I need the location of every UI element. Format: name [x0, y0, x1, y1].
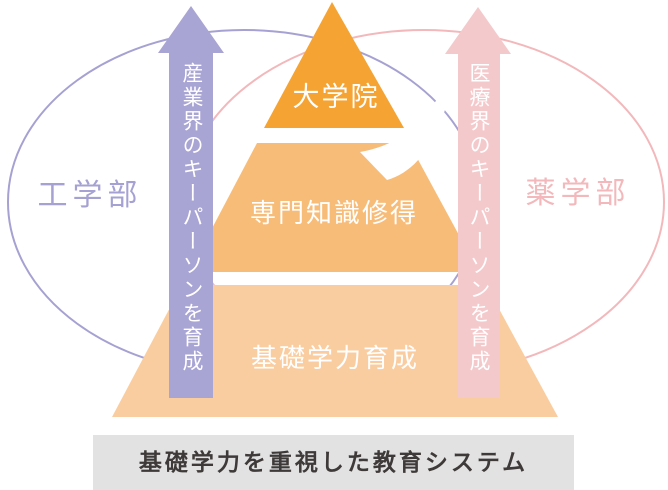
medical-arrow-caption: 医療界のキーパーソンを育成 — [467, 62, 490, 374]
pharmacy-faculty-label: 薬学部 — [525, 177, 631, 210]
white-swoosh-icon — [360, 42, 459, 180]
pyramid-level-middle-shape — [189, 143, 479, 272]
medical-up-arrow-icon — [445, 7, 511, 398]
footer-caption-text: 基礎学力を重視した教育システム — [138, 449, 529, 475]
pyramid-level-bottom-shape — [112, 285, 558, 417]
industry-up-arrow-icon — [158, 6, 224, 398]
pyramid-level-bottom-label: 基礎学力育成 — [250, 343, 419, 373]
industry-arrow-caption: 産業界のキーパーソンを育成 — [180, 62, 203, 374]
pyramid-level-middle-label: 専門知識修得 — [249, 198, 418, 228]
pyramid-level-top-shape — [264, 2, 404, 128]
footer-caption-bar: 基礎学力を重視した教育システム — [93, 435, 574, 490]
pyramid-level-top-label: 大学院 — [292, 82, 380, 112]
engineering-faculty-label: 工学部 — [37, 179, 143, 212]
